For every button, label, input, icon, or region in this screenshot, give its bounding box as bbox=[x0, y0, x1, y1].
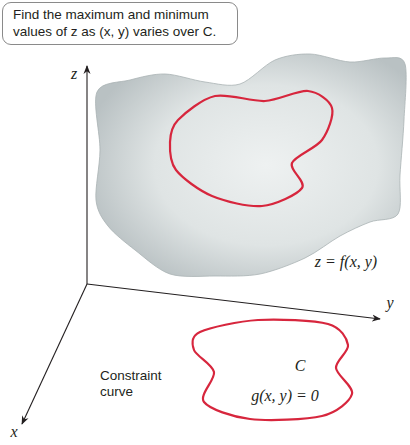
z-axis bbox=[86, 66, 87, 284]
axis-label: y bbox=[386, 294, 393, 312]
x-axis bbox=[22, 284, 87, 424]
curve-name: C bbox=[295, 357, 306, 375]
surface-label: z = f(x, y) bbox=[315, 253, 377, 271]
axis-label: z bbox=[71, 65, 77, 83]
constraint-equation: g(x, y) = 0 bbox=[251, 387, 319, 405]
callout-box: Find the maximum and minimum values of z… bbox=[2, 2, 238, 45]
constraint-caption: Constraint curve bbox=[100, 368, 178, 399]
constraint-curve bbox=[192, 320, 352, 420]
curve-on-surface bbox=[170, 91, 333, 206]
axis-label: x bbox=[10, 423, 17, 441]
surface bbox=[96, 54, 407, 276]
callout-text: Find the maximum and minimum values of z… bbox=[13, 6, 229, 40]
y-axis bbox=[87, 284, 380, 319]
